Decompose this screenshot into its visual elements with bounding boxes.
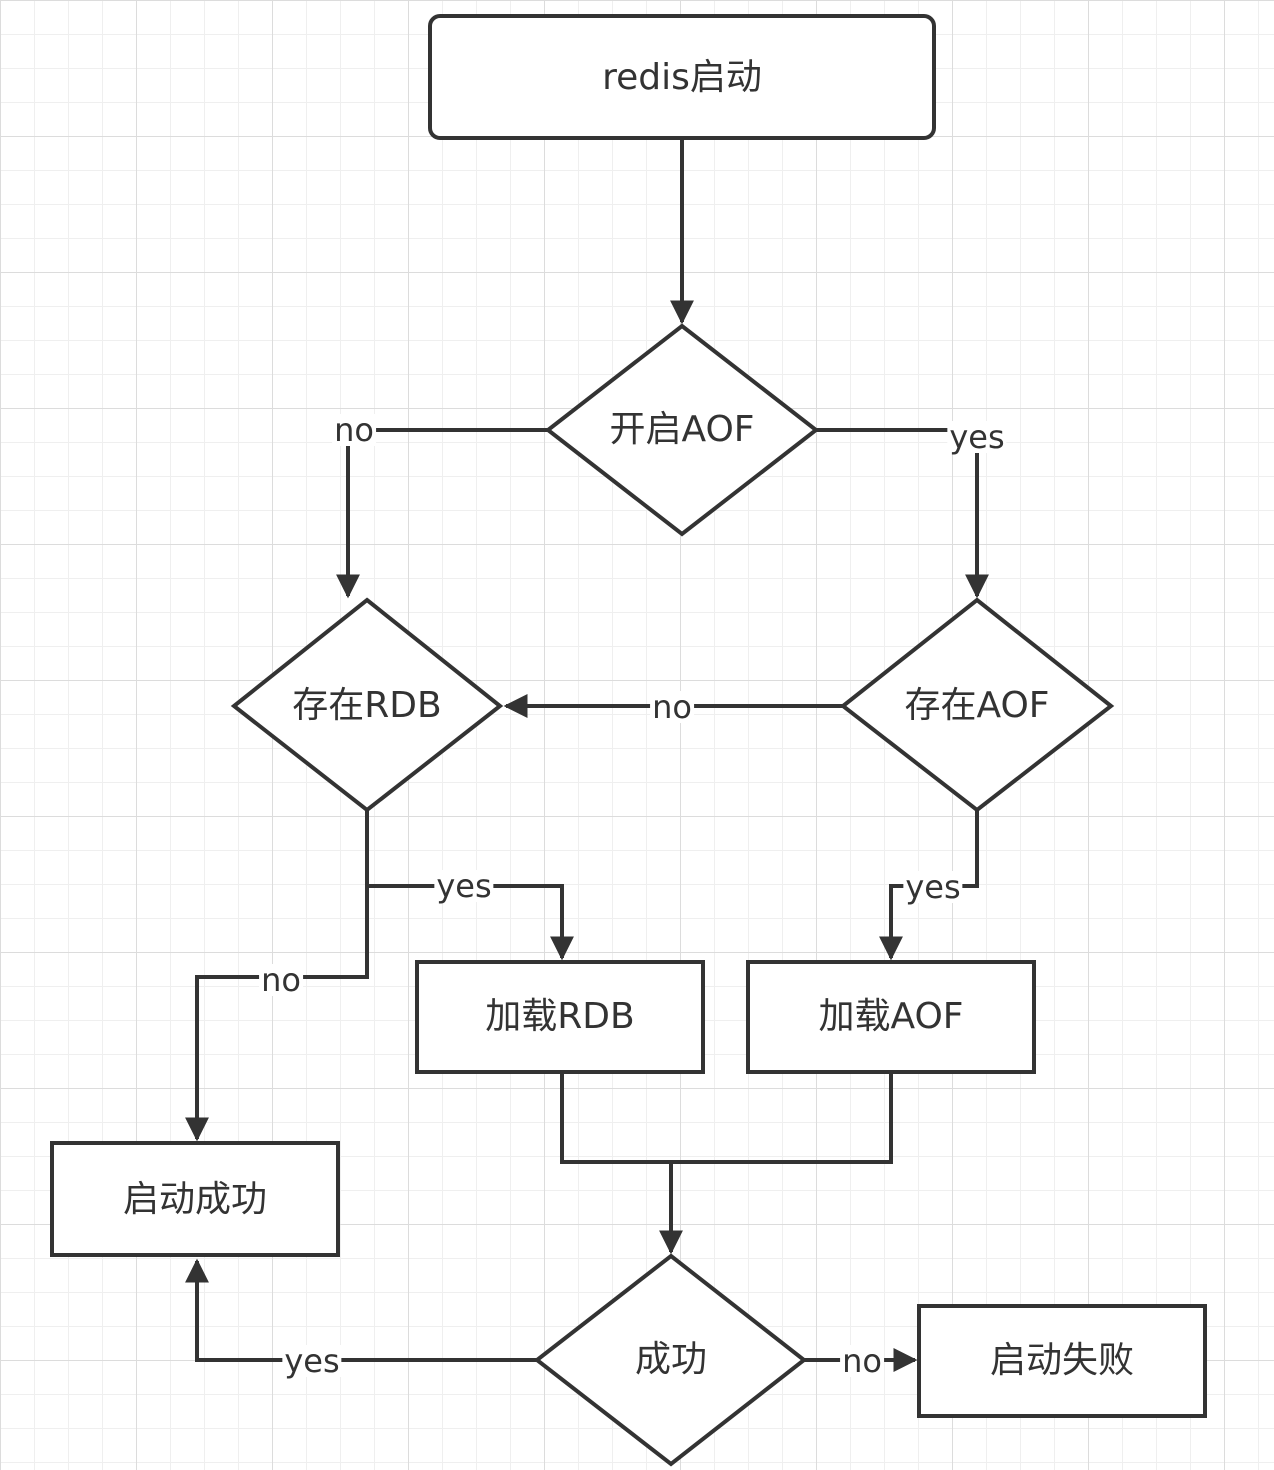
success-check-label: 成功 — [634, 1339, 708, 1380]
start-success-node[interactable] — [50, 1141, 340, 1257]
start-failed-node[interactable] — [917, 1304, 1207, 1418]
load-rdb-label: 加载RDB — [485, 996, 635, 1037]
aof-exists-label: 存在AOF — [904, 685, 1050, 726]
start-node[interactable] — [428, 14, 936, 140]
load-aof-label: 加载AOF — [818, 996, 964, 1037]
edge-label-success-no: no — [840, 1342, 884, 1380]
start-failed-label: 启动失败 — [989, 1340, 1135, 1381]
edge-label-rdb-no: no — [259, 961, 303, 999]
aof-enabled-label: 开启AOF — [609, 409, 755, 450]
success-check-decision[interactable] — [533, 1253, 808, 1467]
edge-label-aof-yes: yes — [947, 418, 1007, 456]
edge-label-success-yes: yes — [282, 1342, 342, 1380]
aof-enabled-decision[interactable] — [544, 323, 820, 537]
edge-load-rdb-to-merge — [560, 1072, 671, 1164]
edge-label-aof-exists-yes: yes — [903, 868, 963, 906]
rdb-exists-label: 存在RDB — [292, 685, 442, 726]
edge-label-aof-exists-no: no — [650, 688, 694, 726]
edge-success-yes — [185, 1258, 537, 1362]
edge-label-rdb-yes: yes — [434, 867, 494, 905]
edge-aof-enabled-no — [336, 428, 548, 599]
edge-load-aof-to-merge — [671, 1072, 893, 1164]
start-node-label: redis启动 — [602, 57, 762, 98]
edge-label-aof-no: no — [332, 411, 376, 449]
start-success-label: 启动成功 — [122, 1179, 268, 1220]
